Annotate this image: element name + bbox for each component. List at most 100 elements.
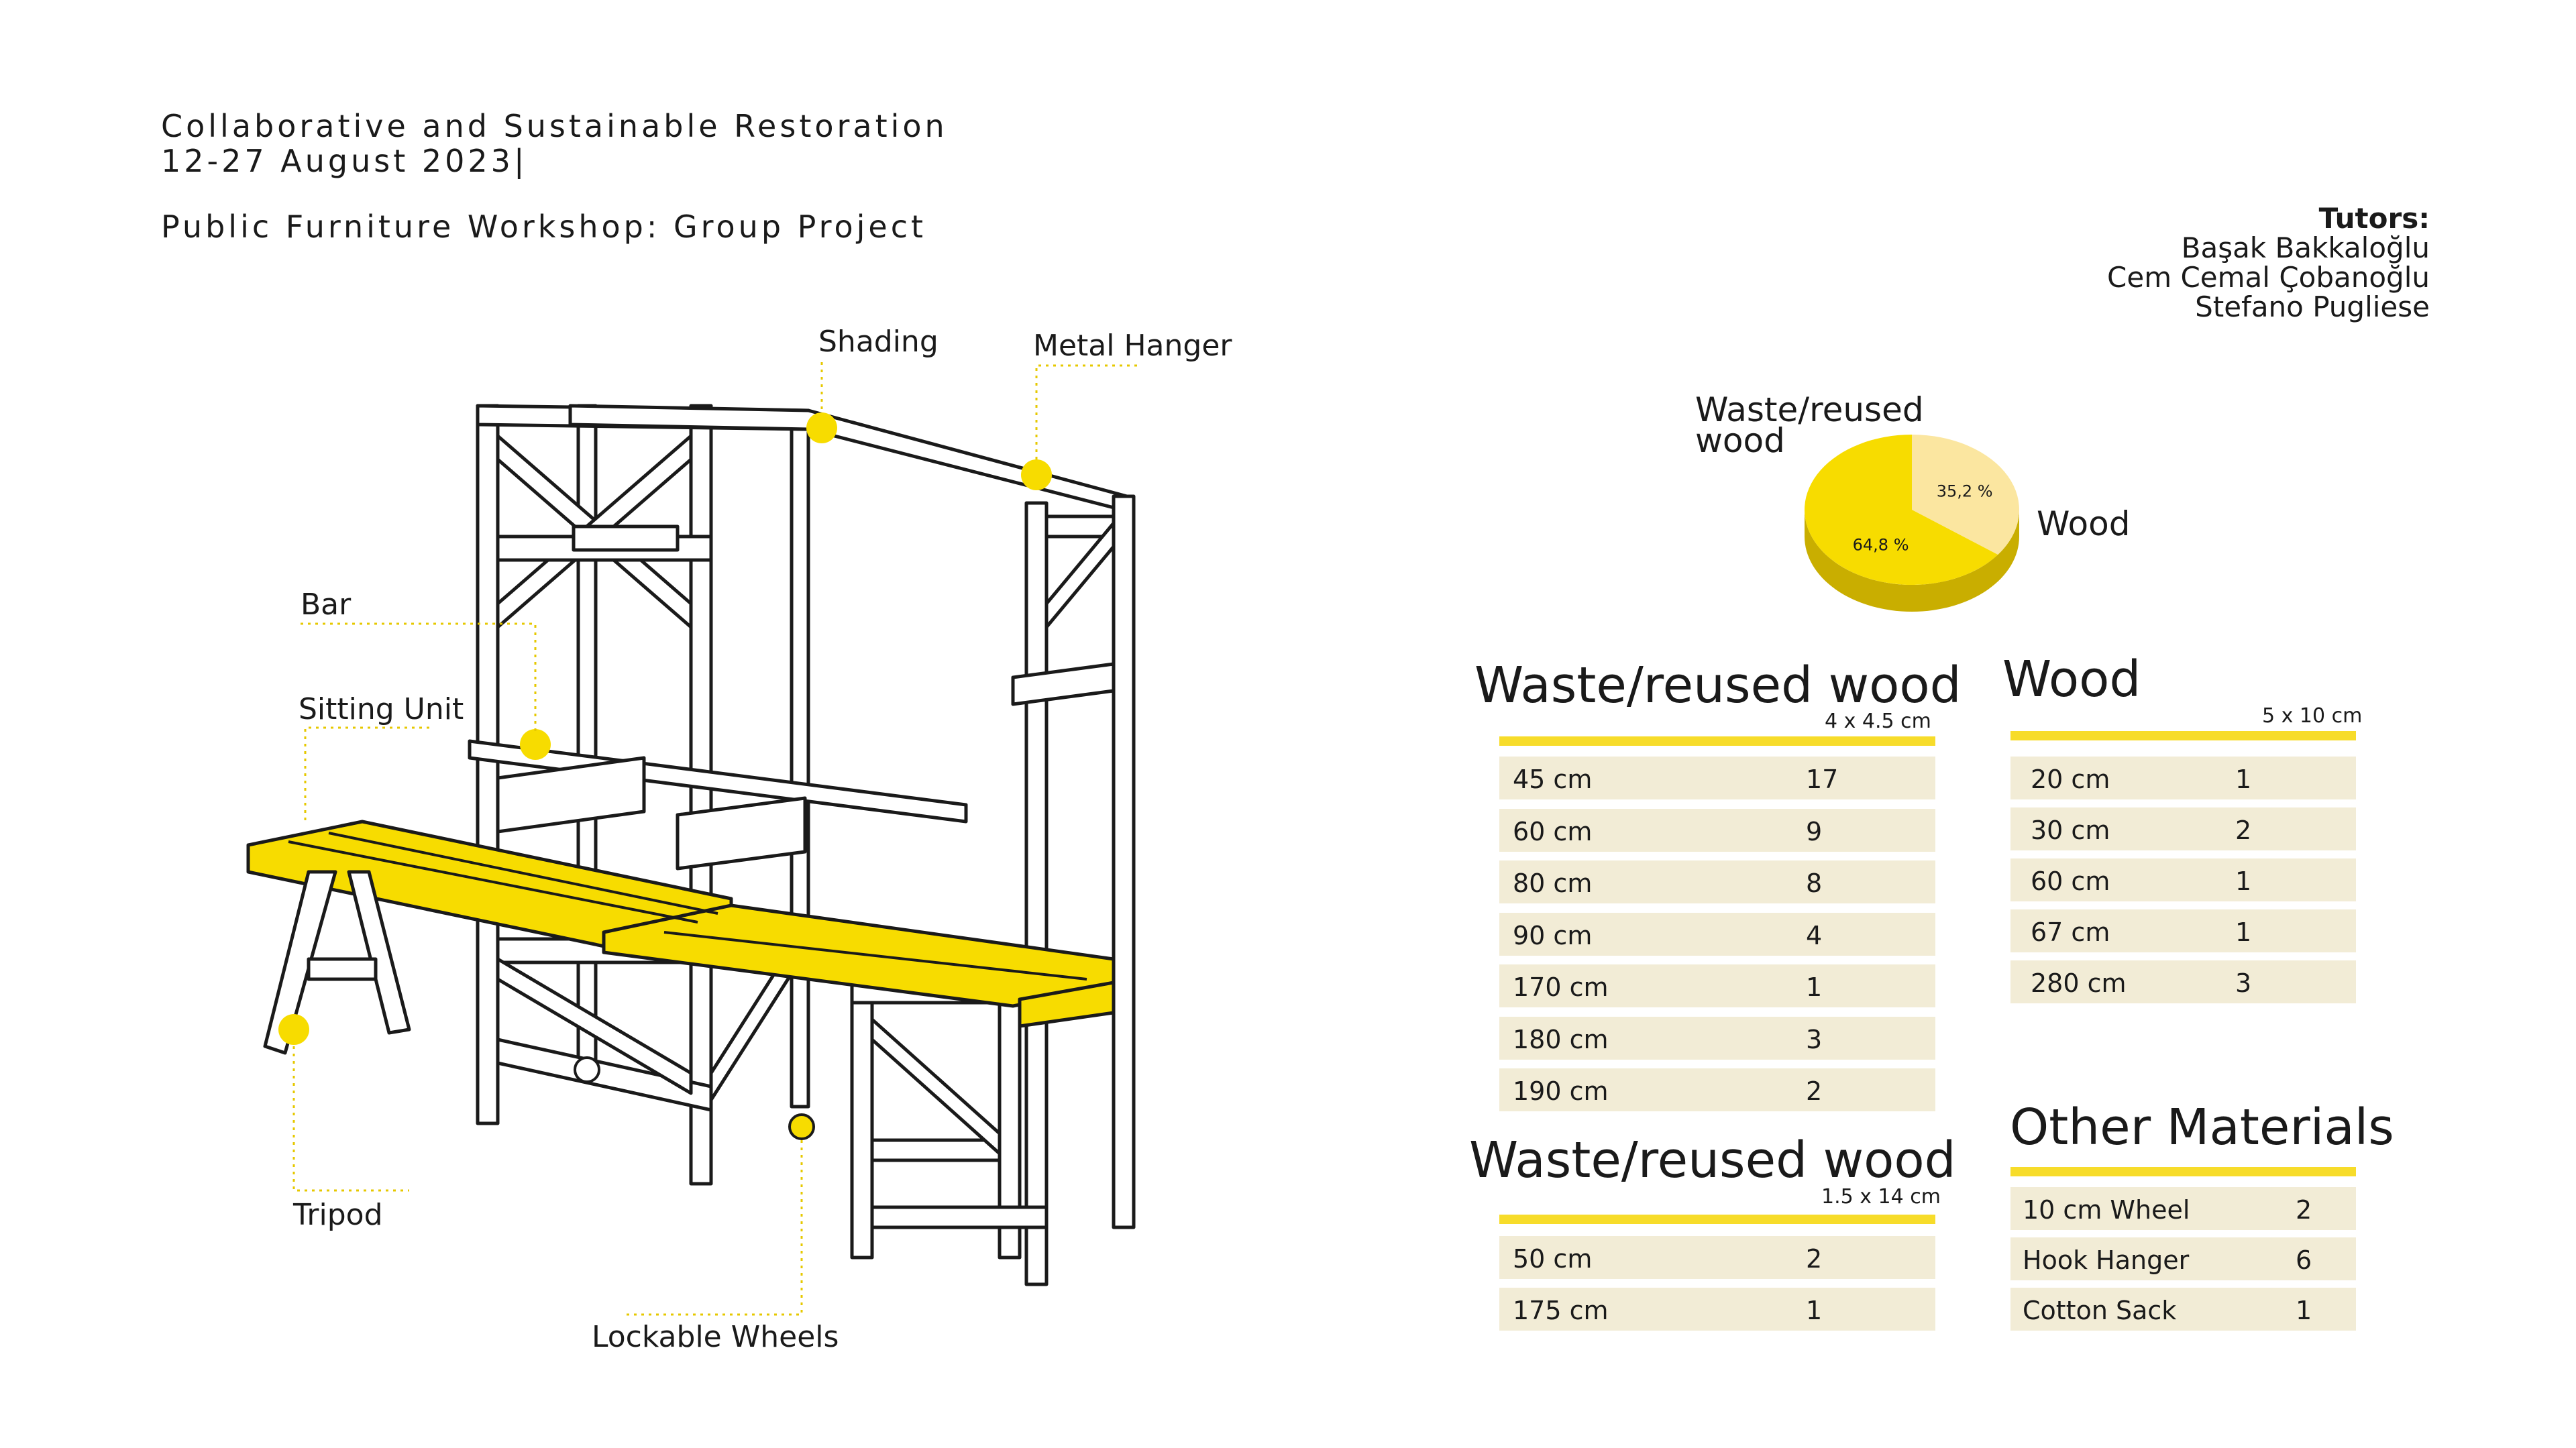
- table-row: 10 cm Wheel 2: [2010, 1187, 2356, 1230]
- project-dates: 12-27 August 2023|: [161, 143, 528, 179]
- shelf-block: [496, 756, 646, 834]
- pie-pct-waste: 64,8 %: [1853, 535, 1909, 554]
- marker-metal-hanger: [1021, 459, 1052, 490]
- row-length: 180 cm: [1513, 1024, 1609, 1054]
- wood-title: Wood: [2002, 651, 2141, 708]
- pie-label-wood: Wood: [2037, 504, 2131, 543]
- row-quantity: 1: [2235, 765, 2252, 794]
- table-row: Cotton Sack 1: [2010, 1288, 2356, 1331]
- pie-chart: 35,2 %64,8 %: [1805, 435, 2019, 612]
- row-length: 50 cm: [1513, 1244, 1593, 1274]
- row-length: 60 cm: [1513, 816, 1593, 846]
- row-quantity: 9: [1806, 816, 1823, 846]
- lower-rail: [496, 1038, 713, 1112]
- row-length: 45 cm: [1513, 765, 1593, 794]
- label-tripod: Tripod: [293, 1198, 383, 1232]
- row-length: Hook Hanger: [2023, 1245, 2190, 1275]
- pie-side: [1805, 510, 2019, 612]
- row-length: 80 cm: [1513, 869, 1593, 898]
- table-row: 80 cm 8: [1499, 860, 1935, 903]
- row-length: 30 cm: [2031, 816, 2110, 845]
- furniture-diagram: [246, 362, 1140, 1316]
- other-bar: [2010, 1167, 2356, 1176]
- tutor-name: Stefano Pugliese: [2195, 290, 2430, 323]
- pie-slice-waste: [1805, 435, 1998, 585]
- waste2-bar: [1499, 1215, 1935, 1224]
- row-quantity: 6: [2296, 1245, 2312, 1275]
- label-lockable-wheels: Lockable Wheels: [592, 1320, 839, 1354]
- tripod-rail: [307, 957, 378, 981]
- frame-post: [1112, 494, 1136, 1229]
- row-length: 10 cm Wheel: [2023, 1195, 2190, 1225]
- table-row: 50 cm 2: [1499, 1236, 1935, 1279]
- table-row: 60 cm 9: [1499, 808, 1935, 852]
- bench-end: [1018, 981, 1116, 1028]
- table-row: 180 cm 3: [1499, 1016, 1935, 1060]
- waste1-dimension: 4 x 4.5 cm: [1825, 710, 1931, 733]
- row-quantity: 2: [2296, 1195, 2312, 1225]
- waste2-title: Waste/reused wood: [1469, 1131, 1956, 1189]
- brace: [496, 957, 693, 1095]
- label-sitting-unit: Sitting Unit: [299, 692, 464, 726]
- row-quantity: 1: [2235, 867, 2252, 896]
- frame-post: [576, 404, 598, 1072]
- row-quantity: 2: [2235, 816, 2252, 845]
- label-bar: Bar: [301, 588, 352, 622]
- bar-shelf: [468, 739, 968, 824]
- row-length: 175 cm: [1513, 1296, 1609, 1325]
- tutors-block: Tutors: Başak Bakkaloğlu Cem Cemal Çoban…: [2107, 204, 2430, 322]
- waste2-dimension: 1.5 x 14 cm: [1821, 1185, 1941, 1209]
- row-quantity: 1: [2235, 917, 2252, 947]
- cross-rail: [870, 1138, 1002, 1162]
- row-quantity: 17: [1806, 765, 1839, 794]
- marker-tripod: [278, 1014, 309, 1045]
- row-length: 90 cm: [1513, 920, 1593, 950]
- marker-shading: [806, 412, 837, 443]
- cross-rail: [572, 524, 680, 552]
- label-shading: Shading: [818, 325, 938, 359]
- row-length: Cotton Sack: [2023, 1296, 2177, 1325]
- shading-beam: [568, 404, 1129, 513]
- leader-line: [1035, 364, 1140, 459]
- row-quantity: 3: [1806, 1024, 1823, 1054]
- table-row: 67 cm 1: [2010, 909, 2356, 952]
- tutor-name: Cem Cemal Çobanoğlu: [2107, 261, 2430, 294]
- row-length: 60 cm: [2031, 867, 2110, 896]
- table-row: Hook Hanger 6: [2010, 1237, 2356, 1280]
- waste1-bar: [1499, 736, 1935, 746]
- table-row: 60 cm 1: [2010, 858, 2356, 901]
- frame-post: [850, 981, 874, 1260]
- row-quantity: 8: [1806, 869, 1823, 898]
- hook-block: [1011, 662, 1116, 706]
- bench-slat: [328, 832, 718, 915]
- brace: [870, 1017, 1002, 1156]
- row-quantity: 2: [1806, 1244, 1823, 1274]
- row-length: 67 cm: [2031, 917, 2110, 947]
- table-row: 175 cm 1: [1499, 1288, 1935, 1331]
- row-quantity: 2: [1806, 1076, 1823, 1106]
- pie-label-waste: Waste/reused wood: [1695, 390, 1924, 460]
- leader-line: [292, 1046, 409, 1192]
- marker-bar: [520, 729, 551, 760]
- brace: [1044, 521, 1116, 629]
- table-row: 45 cm 17: [1499, 757, 1935, 799]
- row-quantity: 1: [1806, 972, 1823, 1002]
- row-quantity: 1: [2296, 1296, 2312, 1325]
- cross-rail: [870, 1205, 1049, 1229]
- pie-label-waste-text: Waste/reused wood: [1695, 390, 1924, 460]
- frame-post: [790, 408, 810, 1109]
- frame-post: [689, 404, 713, 1186]
- row-quantity: 4: [1806, 920, 1823, 950]
- project-subtitle: Public Furniture Workshop: Group Project: [161, 209, 927, 245]
- other-title: Other Materials: [2010, 1099, 2394, 1156]
- bench-slat: [663, 931, 1087, 981]
- frame-post: [476, 404, 500, 1125]
- table-row: 30 cm 2: [2010, 807, 2356, 850]
- wheel-icon: [788, 1113, 815, 1140]
- row-quantity: 1: [1806, 1296, 1823, 1325]
- wood-bar: [2010, 731, 2356, 740]
- wheel-icon: [574, 1056, 600, 1083]
